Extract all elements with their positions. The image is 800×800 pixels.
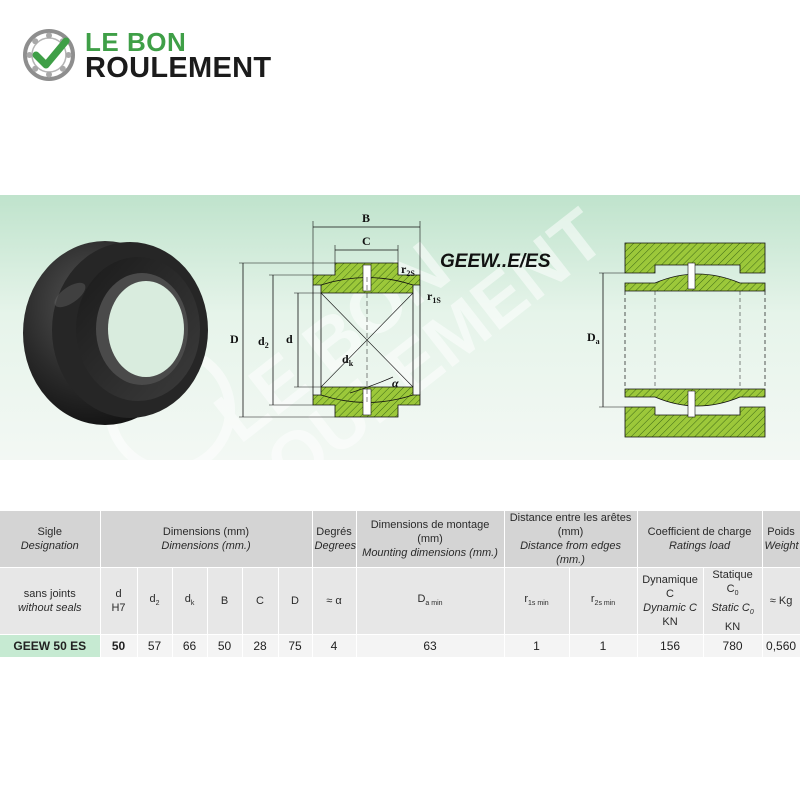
brand-logo: LE BON ROULEMENT [22, 26, 302, 86]
cell-r2: 1 [569, 634, 638, 658]
subheader-B: B [207, 567, 243, 635]
cell-Da: 63 [356, 634, 505, 658]
subheader-D: D [278, 567, 313, 635]
dim-label-dk: dk [342, 352, 354, 368]
header-edge-distance: Distance entre les arêtes (mm)Distance f… [504, 511, 638, 568]
cell-dynamic-load: 156 [637, 634, 704, 658]
dim-label-r1s: r1S [427, 289, 441, 305]
dim-label-D: D [230, 332, 239, 346]
dim-label-d2: d2 [258, 334, 269, 350]
subheader-alpha: ≈ α [312, 567, 357, 635]
dim-label-alpha: α [392, 376, 399, 390]
bearing-photo [23, 241, 208, 425]
cell-r1: 1 [504, 634, 570, 658]
cell-d: 50 [100, 634, 138, 658]
cell-D: 75 [278, 634, 313, 658]
dim-label-C: C [362, 234, 371, 248]
cell-static-load: 780 [703, 634, 763, 658]
series-label: GEEW..E/ES [440, 251, 551, 272]
dim-label-Da: Da [587, 330, 600, 346]
product-banner: LE BON ROULEMENT B [0, 195, 800, 460]
cell-weight: 0,560 [762, 634, 800, 658]
cell-dk: 66 [172, 634, 208, 658]
table-row: GEEW 50 ES 50 57 66 50 28 75 4 63 1 1 15… [0, 634, 800, 658]
header-dimensions: Dimensions (mm)Dimensions (mm.) [100, 511, 313, 568]
header-mounting-dimensions: Dimensions de montage (mm)Mounting dimen… [356, 511, 505, 568]
cell-code: GEEW 50 ES [0, 634, 101, 658]
subheader-d2: d2 [137, 567, 173, 635]
cell-C: 28 [242, 634, 279, 658]
brand-name-line-1: LE BON [85, 27, 187, 57]
cell-d2: 57 [137, 634, 173, 658]
brand-name-line-2: ROULEMENT [85, 52, 272, 84]
dim-label-d: d [286, 332, 293, 346]
cell-alpha: 4 [312, 634, 357, 658]
subheader-r1: r1s min [504, 567, 570, 635]
subheader-Da: Da min [356, 567, 505, 635]
bearing-check-logo-icon [23, 29, 75, 81]
dim-label-B: B [362, 211, 370, 225]
subheader-weight: ≈ Kg [762, 567, 800, 635]
watermark: LE BON ROULEMENT [105, 195, 619, 460]
cross-section-drawing: B C D d2 d [230, 211, 441, 418]
cell-B: 50 [207, 634, 243, 658]
subheader-C: C [242, 567, 279, 635]
mounting-drawing: Da [587, 242, 766, 438]
subheader-dk: dk [172, 567, 208, 635]
subheader-static-load: Statique C0 Static C0 KN [703, 567, 763, 635]
dim-label-r2s: r2S [401, 262, 415, 278]
subheader-r2: r2s min [569, 567, 638, 635]
